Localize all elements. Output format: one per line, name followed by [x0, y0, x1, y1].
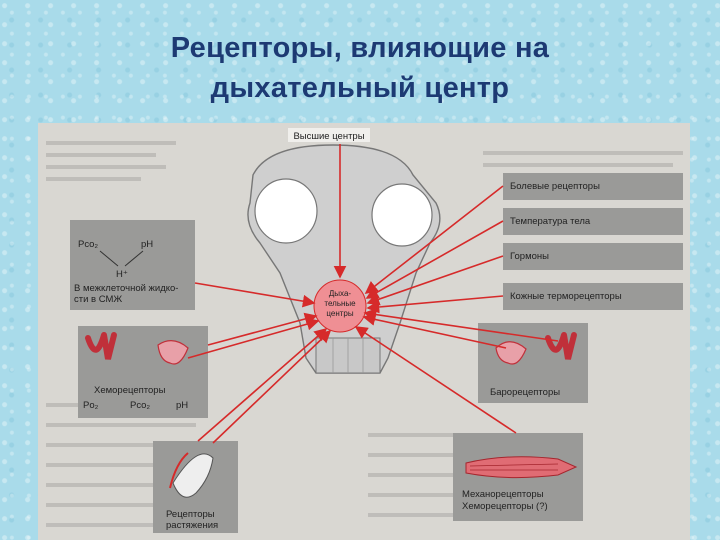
- right-box-hormones: [503, 243, 683, 270]
- left-top-box: [70, 220, 195, 310]
- stretch-line2: растяжения: [166, 520, 218, 531]
- chemoreceptors-title: Хеморецепторы: [94, 385, 166, 396]
- airway-shape: [169, 452, 189, 489]
- title-line-2: дыхательный центр: [210, 72, 510, 104]
- csf-h-label: H⁺: [116, 269, 128, 280]
- carotid-tissue-shape: [85, 332, 117, 360]
- mechano-line2: Хеморецепторы (?): [462, 501, 548, 512]
- right-box-temperature: [503, 208, 683, 235]
- muscle-shape: [465, 456, 578, 479]
- lung-shape: [172, 453, 214, 498]
- right-box-skin-label: Кожные терморецепторы: [510, 291, 622, 302]
- csf-pco2-label: Pco₂: [78, 239, 98, 250]
- slide-title: Рецепторы, влияющие на дыхательный центр: [0, 28, 720, 108]
- baroreceptors-box: [478, 323, 588, 403]
- right-box-hormones-label: Гормоны: [510, 251, 549, 262]
- stretch-line1: Рецепторы: [166, 509, 215, 520]
- afferent-arrows: [187, 144, 559, 444]
- diagram-canvas: Высшие центры Дыха- тельные центры Болев…: [46, 128, 683, 533]
- center-label-line3: центры: [326, 309, 353, 318]
- right-lobe: [371, 183, 433, 247]
- center-label-line2: тельные: [324, 299, 356, 308]
- right-box-skin-thermoreceptors: [503, 283, 683, 310]
- csf-ph-label: pH: [141, 239, 153, 250]
- aortic-arch-shape: [157, 340, 189, 365]
- center-label-line1: Дыха-: [329, 289, 352, 298]
- left-lobe: [254, 178, 318, 244]
- right-box-pain-label: Болевые рецепторы: [510, 181, 600, 192]
- mechano-line1: Механорецепторы: [462, 489, 544, 500]
- higher-centers-label: Высшие центры: [293, 131, 364, 142]
- title-line-1: Рецепторы, влияющие на: [170, 32, 550, 64]
- baroreceptors-label: Барорецепторы: [490, 387, 560, 398]
- right-box-temperature-label: Температура тела: [510, 216, 591, 227]
- right-box-pain: [503, 173, 683, 200]
- chemo-po2: Po₂: [83, 400, 99, 411]
- baro-carotid-shape: [545, 332, 577, 360]
- respiratory-receptors-diagram: Высшие центры Дыха- тельные центры Болев…: [38, 123, 690, 540]
- higher-centers-box: [288, 128, 370, 142]
- chemo-ph: pH: [176, 400, 188, 411]
- chemo-pco2: Pco₂: [130, 400, 150, 411]
- csf-caption-line2: сти в СМЖ: [74, 294, 122, 305]
- csf-caption-line1: В межклеточной жидко-: [74, 283, 178, 294]
